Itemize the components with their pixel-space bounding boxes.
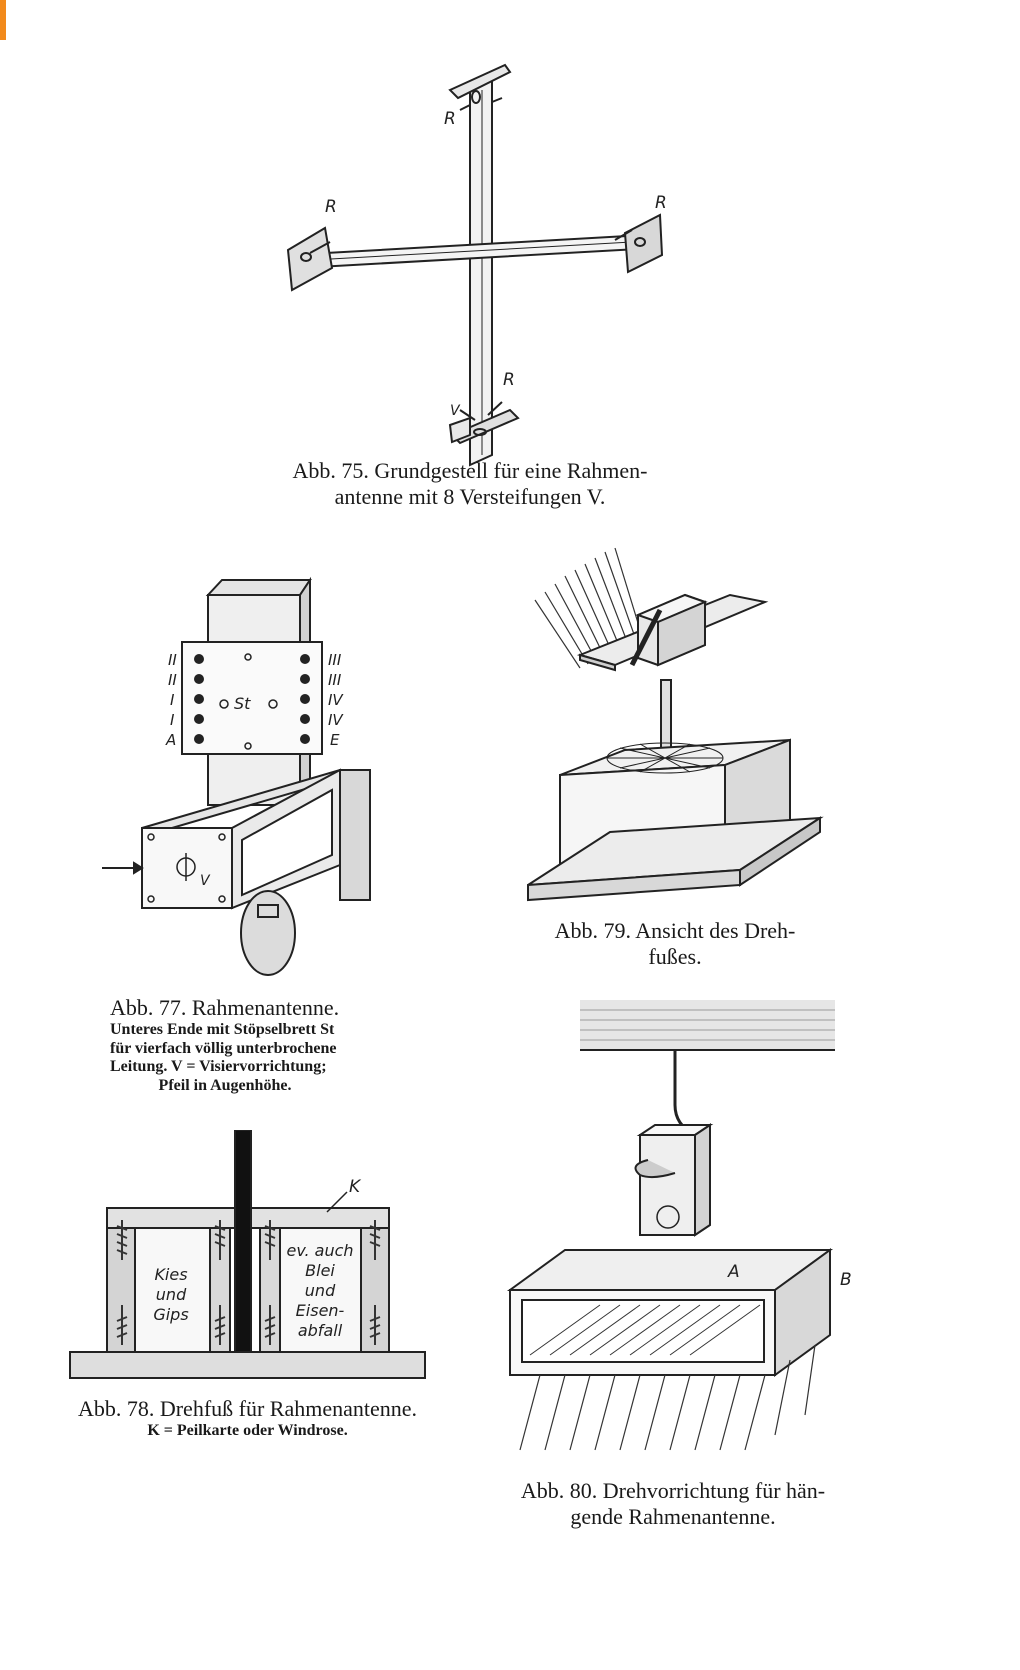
- label-left-4: I: [170, 711, 175, 729]
- figure-77-caption-sub4: Pfeil in Augenhöhe.: [158, 1076, 292, 1094]
- figure-77-caption: Abb. 77. Rahmenantenne. Unteres Ende mit…: [110, 995, 410, 1095]
- figure-77-caption-sub1: Unteres Ende mit Stöpselbrett St: [110, 1021, 335, 1039]
- label-und-right: und: [305, 1281, 336, 1300]
- label-ev-auch: ev. auch: [286, 1241, 353, 1260]
- figure-75-caption-line1: Abb. 75. Grundgestell für eine Rahmen-: [292, 458, 648, 483]
- orange-corner-mark: [0, 0, 6, 40]
- figure-79-caption: Abb. 79. Ansicht des Dreh- fußes.: [525, 918, 825, 971]
- label-kies: Kies: [154, 1265, 187, 1284]
- figure-77-caption-sub2: für vierfach völlig unterbrochene: [110, 1039, 337, 1057]
- figure-77-caption-title: Abb. 77. Rahmenantenne.: [110, 995, 340, 1020]
- label-abfall: abfall: [298, 1321, 343, 1340]
- label-r-left: R: [325, 197, 337, 217]
- label-right-3: IV: [328, 691, 344, 709]
- label-st: St: [234, 694, 251, 713]
- figure-77-frame-antenna: II II I I A III III IV IV E St V: [100, 575, 400, 985]
- figure-79-caption-line2: fußes.: [648, 944, 702, 970]
- label-v: V: [200, 873, 211, 889]
- figure-80-hanging-rotator: A B B: [500, 995, 870, 1455]
- label-left-3: I: [170, 691, 175, 709]
- figure-79-drawing: [527, 547, 824, 902]
- label-a: A: [727, 1262, 740, 1282]
- figure-80-caption-line2: gende Rahmenantenne.: [570, 1504, 776, 1530]
- figure-77-caption-sub3: Leitung. V = Visiervorrichtung;: [110, 1058, 327, 1076]
- label-right-4: IV: [328, 711, 344, 729]
- figure-78-swivel-base-section: K Kies und Gips ev. auch Blei und Eisen-…: [65, 1130, 430, 1385]
- label-left-5: A: [165, 731, 176, 749]
- label-r-bottom: R: [503, 370, 515, 390]
- figure-80-caption: Abb. 80. Drehvorrichtung für hän- gende …: [488, 1478, 858, 1531]
- label-right-2: III: [328, 671, 342, 689]
- label-right-5: E: [330, 731, 340, 749]
- label-k: K: [349, 1177, 362, 1197]
- label-right-1: III: [328, 651, 342, 669]
- figure-77-drawing: II II I I A III III IV IV E St V: [102, 576, 371, 976]
- figure-75-caption: Abb. 75. Grundgestell für eine Rahmen- a…: [220, 458, 720, 511]
- figure-78-caption-sub: K = Peilkarte oder Windrose.: [147, 1422, 348, 1440]
- figure-75-drawing: R R R R V: [286, 63, 667, 467]
- label-eisen: Eisen-: [296, 1301, 345, 1320]
- label-r-top: R: [444, 109, 456, 129]
- figure-80-caption-line1: Abb. 80. Drehvorrichtung für hän-: [520, 1478, 826, 1503]
- label-und-left: und: [156, 1285, 187, 1304]
- label-blei: Blei: [305, 1261, 335, 1280]
- label-r-right: R: [655, 193, 667, 213]
- figure-78-drawing: K Kies und Gips ev. auch Blei und Eisen-…: [69, 1130, 426, 1379]
- figure-79-swivel-base-view: [520, 540, 830, 910]
- label-gips: Gips: [153, 1305, 188, 1324]
- label-left-1: II: [168, 651, 177, 669]
- figure-78-caption-title: Abb. 78. Drehfuß für Rahmenantenne.: [77, 1396, 418, 1421]
- label-v: V: [450, 403, 461, 419]
- label-left-2: II: [168, 671, 177, 689]
- figure-75-caption-line2: antenne mit 8 Versteifungen V.: [334, 484, 606, 510]
- figure-80-drawing: A B B: [506, 1000, 852, 1451]
- figure-79-caption-line1: Abb. 79. Ansicht des Dreh-: [554, 918, 796, 943]
- figure-78-caption: Abb. 78. Drehfuß für Rahmenantenne. K = …: [55, 1396, 440, 1441]
- figure-75-frame-base: R R R R V: [270, 50, 710, 470]
- label-b-right: B: [840, 1270, 852, 1290]
